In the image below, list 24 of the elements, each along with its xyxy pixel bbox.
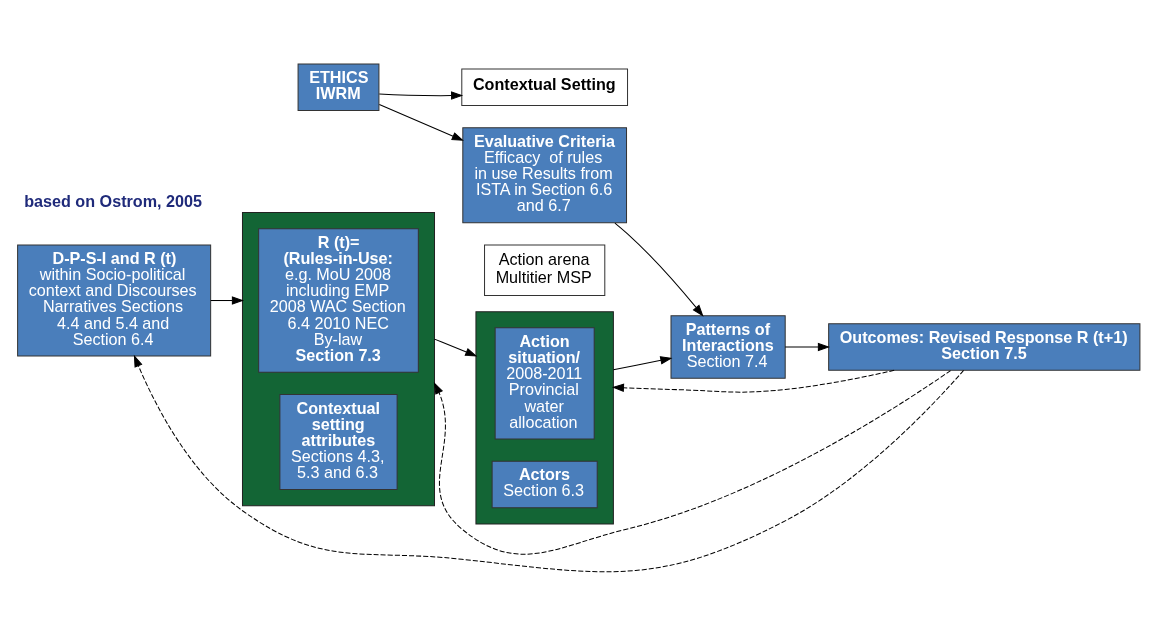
node-box: Action arena Multitier MSP bbox=[484, 243, 606, 296]
arrow bbox=[612, 355, 673, 370]
cluster bbox=[475, 310, 614, 524]
arrow bbox=[434, 338, 478, 356]
arrow bbox=[210, 295, 244, 305]
node-box: Action situation/ 2008-2011 Provincial water allocation bbox=[494, 326, 595, 439]
node-box: Outcomes: Revised Response R (t+1) Section 7.5 bbox=[828, 322, 1141, 371]
arrow bbox=[433, 369, 952, 555]
arrow bbox=[378, 103, 464, 141]
cluster bbox=[242, 211, 435, 506]
node-box: ETHICS IWRM bbox=[297, 63, 380, 111]
node-box: Actors Section 6.3 bbox=[491, 460, 598, 508]
arrow bbox=[133, 354, 965, 572]
node-box: D-P-S-I and R (t) within Socio-political context and Discourses Narratives Sections 4.4 and 5.4 and Section 6.4 bbox=[17, 243, 212, 357]
node-box: Patterns of Interactions Section 7.4 bbox=[670, 314, 786, 379]
label: based on Ostrom, 2005 bbox=[24, 191, 202, 210]
node-box: Contextual Setting bbox=[461, 68, 629, 106]
arrow bbox=[614, 222, 704, 317]
arrow bbox=[784, 342, 830, 351]
node-box: R (t)= (Rules-in-Use: e.g. MoU 2008 including EMP 2008 WAC Section 6.4 2010 NEC By-law Section 7.3 bbox=[258, 227, 419, 373]
arrow bbox=[378, 90, 464, 100]
node-box: Contextual setting attributes Sections 4.3, 5.3 and 6.3 bbox=[279, 393, 398, 490]
node-box: Evaluative Criteria Efficacy of rules in use Results from ISTA in Section 6.6 and 6.7 bbox=[462, 126, 628, 223]
arrow bbox=[611, 369, 895, 393]
